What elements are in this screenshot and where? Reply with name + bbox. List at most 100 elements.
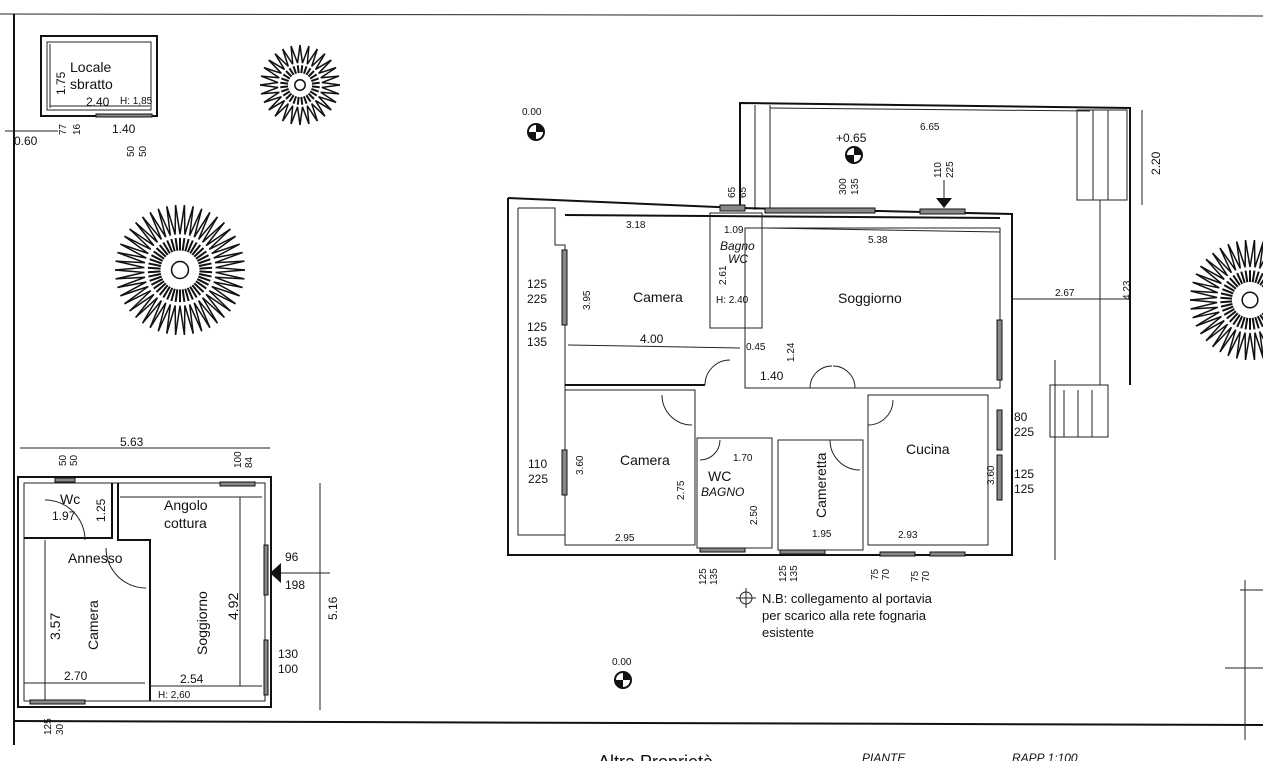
tree-foliage <box>1190 306 1219 319</box>
dim-label: 70 <box>881 568 892 580</box>
room-label-wc: WC <box>728 252 748 266</box>
tree-foliage <box>1200 258 1225 281</box>
tree-branch <box>1256 272 1263 285</box>
tree-foliage <box>314 99 332 117</box>
tree-branch <box>1251 317 1256 330</box>
tree-branch <box>198 275 211 282</box>
window <box>879 551 916 557</box>
tree-foliage <box>141 211 163 240</box>
tree-branch <box>162 241 171 254</box>
note-line: N.B: collegamento al portavia <box>762 591 933 606</box>
dim-label: 125 <box>527 277 547 291</box>
dim-label: 75 <box>910 570 921 582</box>
dim-label: 125 <box>43 718 54 735</box>
dim-label: 2.93 <box>898 530 918 541</box>
dim-label: 135 <box>527 335 547 349</box>
tree-foliage <box>1258 331 1263 359</box>
main-house: Camera Bagno WC Soggiorno Camera WC BAGN… <box>507 101 1163 585</box>
tree-foliage <box>1192 311 1220 327</box>
dim-label: 125 <box>778 565 789 582</box>
tree-foliage <box>260 91 280 103</box>
note-line: per scarico alla rete fognaria <box>762 608 927 623</box>
tree-branch <box>191 284 202 296</box>
entrance-arrow-icon <box>270 563 281 583</box>
entrance-arrow-icon <box>936 198 952 208</box>
dim-label: 96 <box>285 550 299 564</box>
window <box>561 449 568 496</box>
tree-branch <box>288 94 295 103</box>
tree-foliage <box>183 305 194 335</box>
tree-branch <box>181 289 186 303</box>
dim-label: 5.38 <box>868 235 888 246</box>
window <box>719 204 746 212</box>
tree-foliage <box>174 205 186 235</box>
locale-sbratto: Locale sbratto 1.75 2.40 H: 1,85 0.60 77… <box>5 35 158 157</box>
room-label-wc: WC <box>708 468 731 484</box>
room-label-camera: Camera <box>85 600 101 650</box>
tree-foliage <box>135 216 159 243</box>
tree-branch <box>196 254 210 262</box>
tree-branch <box>198 262 212 268</box>
tree-foliage <box>282 105 294 125</box>
dim-label: 77 <box>58 123 69 135</box>
tree-branch <box>285 92 293 100</box>
tree-foliage <box>211 285 240 305</box>
dim-label: 2.40 <box>86 95 110 109</box>
dim-label: 225 <box>945 161 956 178</box>
tree-foliage <box>1253 240 1263 268</box>
tree-foliage <box>290 44 301 64</box>
tree-icon <box>259 44 341 126</box>
dim-label: 4.00 <box>640 332 664 346</box>
tree-branch <box>1220 296 1233 300</box>
tree-branch <box>282 73 291 80</box>
tree-foliage <box>193 208 211 238</box>
tree-branch <box>1236 272 1244 285</box>
dim-label: 135 <box>850 178 861 195</box>
tree-branch <box>307 92 315 100</box>
dim-label: 135 <box>709 568 720 585</box>
tree-branch <box>196 278 210 286</box>
dim-label: 110 <box>933 162 944 178</box>
tree-branch <box>1220 292 1233 297</box>
tree-branch <box>307 70 315 78</box>
dim-label: 1.95 <box>812 529 832 540</box>
tree-branch <box>1221 305 1234 312</box>
dim-label: 130 <box>278 647 298 661</box>
tree-branch <box>198 258 211 265</box>
tree-foliage <box>124 289 152 312</box>
tree-icon <box>1189 240 1263 360</box>
tree-branch <box>1244 270 1249 283</box>
tree-branch <box>303 65 308 75</box>
tree-foliage <box>117 281 147 297</box>
tree-branch <box>311 85 320 89</box>
dim-label: 125 <box>527 320 547 334</box>
tree-foliage <box>197 300 219 329</box>
tree-branch <box>1251 270 1256 283</box>
room-label-bagno: Bagno <box>720 239 755 253</box>
window <box>779 549 826 555</box>
dim-label: 1.09 <box>724 225 744 236</box>
dim-label: 198 <box>285 578 305 592</box>
tree-foliage <box>1212 326 1233 353</box>
tree-branch <box>193 247 205 258</box>
tree-branch <box>170 238 176 252</box>
room-label-camera: Camera <box>620 452 670 468</box>
room-label-cucina: Cucina <box>906 441 950 457</box>
tree-trunk <box>294 79 306 91</box>
tree-branch <box>155 247 167 258</box>
tree-branch <box>181 237 186 251</box>
dim-label: 2.75 <box>676 480 687 500</box>
tree-branch <box>300 65 304 74</box>
window <box>699 547 746 553</box>
dim-label: 4.92 <box>225 593 241 620</box>
dim-label: 100 <box>278 662 298 676</box>
tree-branch <box>1259 279 1263 286</box>
tree-branch <box>189 286 198 299</box>
tree-branch <box>148 262 162 268</box>
tree-foliage <box>282 45 294 65</box>
tree-foliage <box>320 67 340 79</box>
tree-foliage <box>215 260 246 271</box>
dim-label: 50 <box>126 145 137 157</box>
tree-branch <box>158 244 169 256</box>
dim-label: 110 <box>528 457 547 471</box>
